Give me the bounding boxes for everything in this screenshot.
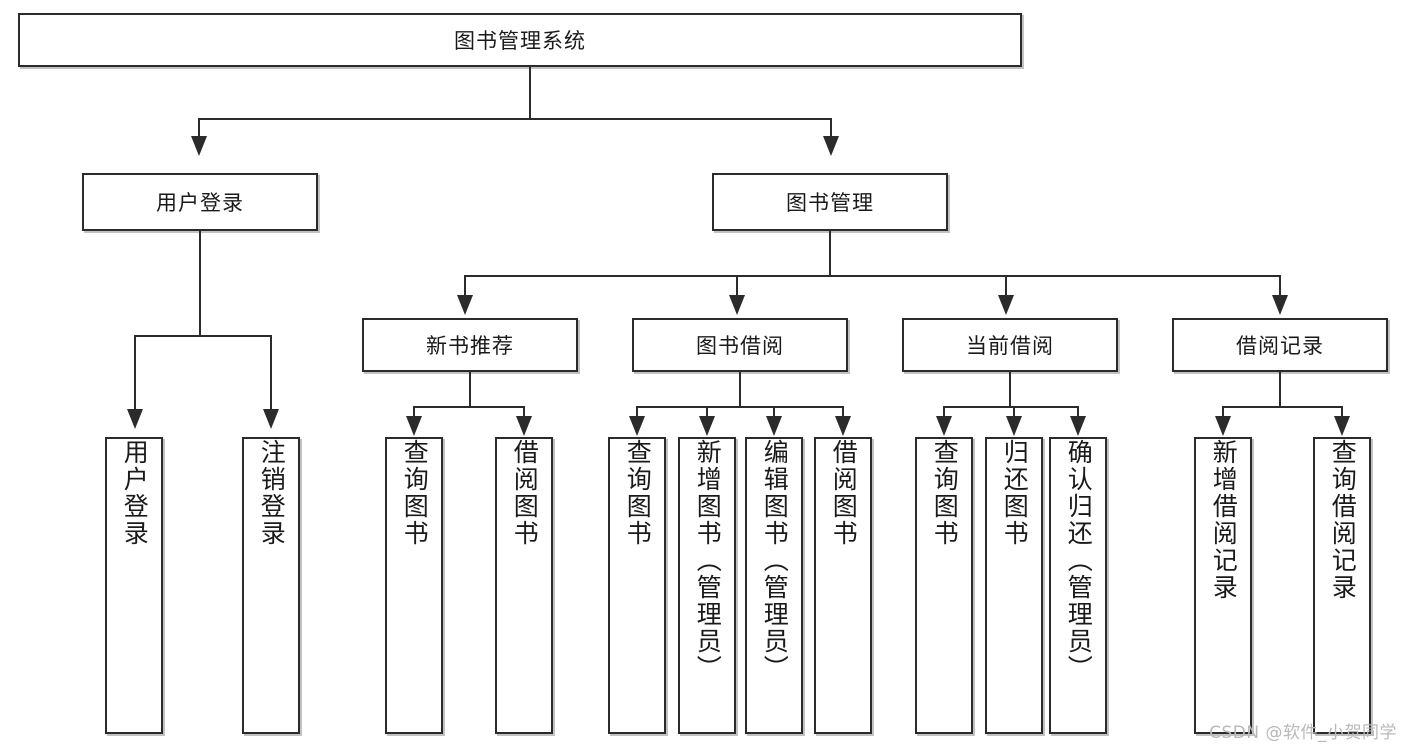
connector-nb-stem — [469, 372, 471, 407]
connector-cb-bar — [943, 406, 1078, 408]
node-leaf-bb-edit[interactable]: 编辑图书（管理员） — [745, 437, 803, 734]
connector-bb-drop-2 — [706, 406, 708, 418]
node-book-borrow[interactable]: 图书借阅 — [632, 318, 848, 372]
connector-user-login-bar — [134, 335, 271, 337]
arrow-to-book-borrow — [729, 295, 745, 315]
arrow-to-leaf-bb-query — [629, 416, 645, 436]
arrow-to-book-manage — [823, 136, 839, 156]
node-current-borrow[interactable]: 当前借阅 — [902, 318, 1118, 372]
node-leaf-nb-query[interactable]: 查询图书 — [385, 437, 443, 734]
arrow-to-leaf-user-login — [127, 409, 143, 429]
node-leaf-cb-confirm-label: 确认归还（管理员） — [1064, 439, 1094, 682]
connector-user-login-drop-2 — [270, 335, 272, 411]
connector-bm-drop-4 — [1279, 275, 1281, 297]
connector-book-manage-stem — [829, 231, 831, 276]
csdn-watermark: CSDN @软件_小贺同学 — [1209, 723, 1397, 743]
connector-bb-drop-3 — [773, 406, 775, 418]
arrow-to-leaf-nb-query — [406, 416, 422, 436]
node-leaf-user-logout-label: 注销登录 — [257, 439, 287, 547]
arrow-to-new-book-recommend — [457, 295, 473, 315]
connector-nb-drop-1 — [413, 406, 415, 418]
node-book-manage-label: 图书管理 — [786, 191, 874, 215]
connector-br-drop-2 — [1341, 406, 1343, 418]
node-leaf-cb-return[interactable]: 归还图书 — [985, 437, 1043, 734]
connector-bb-bar — [636, 406, 844, 408]
node-leaf-user-login-label: 用户登录 — [120, 439, 150, 547]
node-leaf-cb-query-label: 查询图书 — [930, 439, 960, 547]
connector-bm-drop-1 — [464, 275, 466, 297]
arrow-to-user-login — [191, 136, 207, 156]
connector-bm-drop-3 — [1005, 275, 1007, 297]
connector-root-stem — [529, 67, 531, 119]
connector-bb-drop-4 — [842, 406, 844, 418]
arrow-to-leaf-user-logout — [263, 409, 279, 429]
arrow-to-leaf-bb-add — [699, 416, 715, 436]
connector-book-manage-bar — [464, 275, 1281, 277]
node-new-book-recommend-label: 新书推荐 — [426, 334, 514, 358]
node-leaf-bb-add-label: 新增图书（管理员） — [693, 439, 723, 682]
connector-bb-stem — [739, 372, 741, 407]
connector-bm-drop-2 — [736, 275, 738, 297]
connector-nb-bar — [413, 406, 525, 408]
node-borrow-record-label: 借阅记录 — [1236, 334, 1324, 358]
arrow-to-leaf-nb-borrow — [516, 416, 532, 436]
node-book-manage[interactable]: 图书管理 — [712, 173, 948, 231]
node-leaf-cb-return-label: 归还图书 — [1000, 439, 1030, 547]
arrow-to-leaf-cb-query — [936, 416, 952, 436]
node-leaf-bb-borrow-label: 借阅图书 — [829, 439, 859, 547]
node-book-borrow-label: 图书借阅 — [696, 334, 784, 358]
connector-cb-drop-1 — [943, 406, 945, 418]
node-leaf-br-add-label: 新增借阅记录 — [1209, 439, 1239, 601]
arrow-to-leaf-cb-confirm — [1070, 416, 1086, 436]
node-leaf-user-login[interactable]: 用户登录 — [105, 437, 163, 734]
node-leaf-bb-borrow[interactable]: 借阅图书 — [814, 437, 872, 734]
node-current-borrow-label: 当前借阅 — [966, 334, 1054, 358]
connector-bb-drop-1 — [636, 406, 638, 418]
node-leaf-nb-borrow-label: 借阅图书 — [510, 439, 540, 547]
connector-br-stem — [1279, 372, 1281, 407]
node-root[interactable]: 图书管理系统 — [18, 13, 1022, 67]
node-leaf-bb-add[interactable]: 新增图书（管理员） — [678, 437, 736, 734]
connector-root-drop-right — [830, 118, 832, 138]
node-leaf-br-query[interactable]: 查询借阅记录 — [1313, 437, 1371, 734]
connector-user-login-drop-1 — [134, 335, 136, 411]
arrow-to-leaf-br-add — [1215, 416, 1231, 436]
node-new-book-recommend[interactable]: 新书推荐 — [362, 318, 578, 372]
node-leaf-br-add[interactable]: 新增借阅记录 — [1194, 437, 1252, 734]
connector-br-bar — [1222, 406, 1343, 408]
node-leaf-cb-query[interactable]: 查询图书 — [915, 437, 973, 734]
node-leaf-nb-query-label: 查询图书 — [400, 439, 430, 547]
connector-nb-drop-2 — [523, 406, 525, 418]
arrow-to-leaf-cb-return — [1006, 416, 1022, 436]
arrow-to-leaf-bb-edit — [766, 416, 782, 436]
node-user-login[interactable]: 用户登录 — [82, 173, 318, 231]
node-leaf-cb-confirm[interactable]: 确认归还（管理员） — [1049, 437, 1107, 734]
node-root-label: 图书管理系统 — [454, 29, 586, 53]
node-leaf-br-query-label: 查询借阅记录 — [1328, 439, 1358, 601]
node-user-login-label: 用户登录 — [156, 191, 244, 215]
arrow-to-leaf-bb-borrow — [835, 416, 851, 436]
node-leaf-bb-query[interactable]: 查询图书 — [608, 437, 666, 734]
node-leaf-nb-borrow[interactable]: 借阅图书 — [495, 437, 553, 734]
connector-root-bar — [198, 118, 832, 120]
arrow-to-borrow-record — [1272, 295, 1288, 315]
connector-cb-drop-3 — [1077, 406, 1079, 418]
arrow-to-current-borrow — [998, 295, 1014, 315]
connector-br-drop-1 — [1222, 406, 1224, 418]
connector-cb-stem — [1009, 372, 1011, 407]
connector-user-login-stem — [199, 231, 201, 336]
node-leaf-user-logout[interactable]: 注销登录 — [242, 437, 300, 734]
connector-root-drop-left — [198, 118, 200, 138]
node-borrow-record[interactable]: 借阅记录 — [1172, 318, 1388, 372]
connector-cb-drop-2 — [1013, 406, 1015, 418]
arrow-to-leaf-br-query — [1334, 416, 1350, 436]
node-leaf-bb-query-label: 查询图书 — [623, 439, 653, 547]
node-leaf-bb-edit-label: 编辑图书（管理员） — [760, 439, 790, 682]
